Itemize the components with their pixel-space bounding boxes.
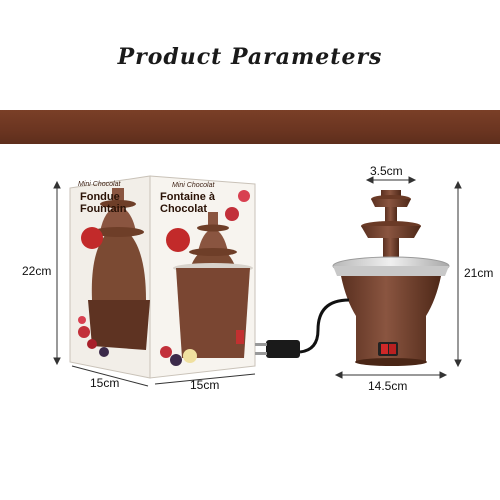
box-left-title-line1: Fondue bbox=[80, 191, 120, 203]
box-dimension-lines bbox=[53, 180, 256, 387]
box-left-badge bbox=[81, 227, 103, 249]
fountain-base-width-label: 14.5cm bbox=[368, 379, 408, 393]
box-height-label: 22cm bbox=[22, 264, 52, 278]
box-left-title-line2: Fountain bbox=[80, 203, 127, 215]
box-right-badge bbox=[166, 228, 190, 252]
fountain-height-label: 21cm bbox=[464, 266, 494, 280]
box-left-fountain-art bbox=[78, 188, 150, 357]
box-right-small-label: Mini Chocolat bbox=[172, 182, 215, 189]
power-plug bbox=[266, 340, 300, 358]
page-title: Product Parameters bbox=[117, 44, 383, 70]
fountain-top-tier-label: 3.5cm bbox=[370, 164, 403, 178]
box-width-label: 15cm bbox=[190, 378, 220, 392]
box-right-fountain-art bbox=[160, 190, 253, 366]
product-box bbox=[69, 175, 256, 379]
chocolate-fountain-product bbox=[255, 190, 450, 366]
fountain-dimension-lines bbox=[334, 176, 462, 379]
brown-divider-band bbox=[0, 110, 500, 144]
box-right-title-line2: Chocolat bbox=[160, 203, 208, 215]
box-depth-label: 15cm bbox=[90, 376, 120, 390]
box-right-title-line1: Fontaine à bbox=[160, 191, 216, 203]
box-left-small-label: Mini Chocolat bbox=[78, 181, 121, 188]
